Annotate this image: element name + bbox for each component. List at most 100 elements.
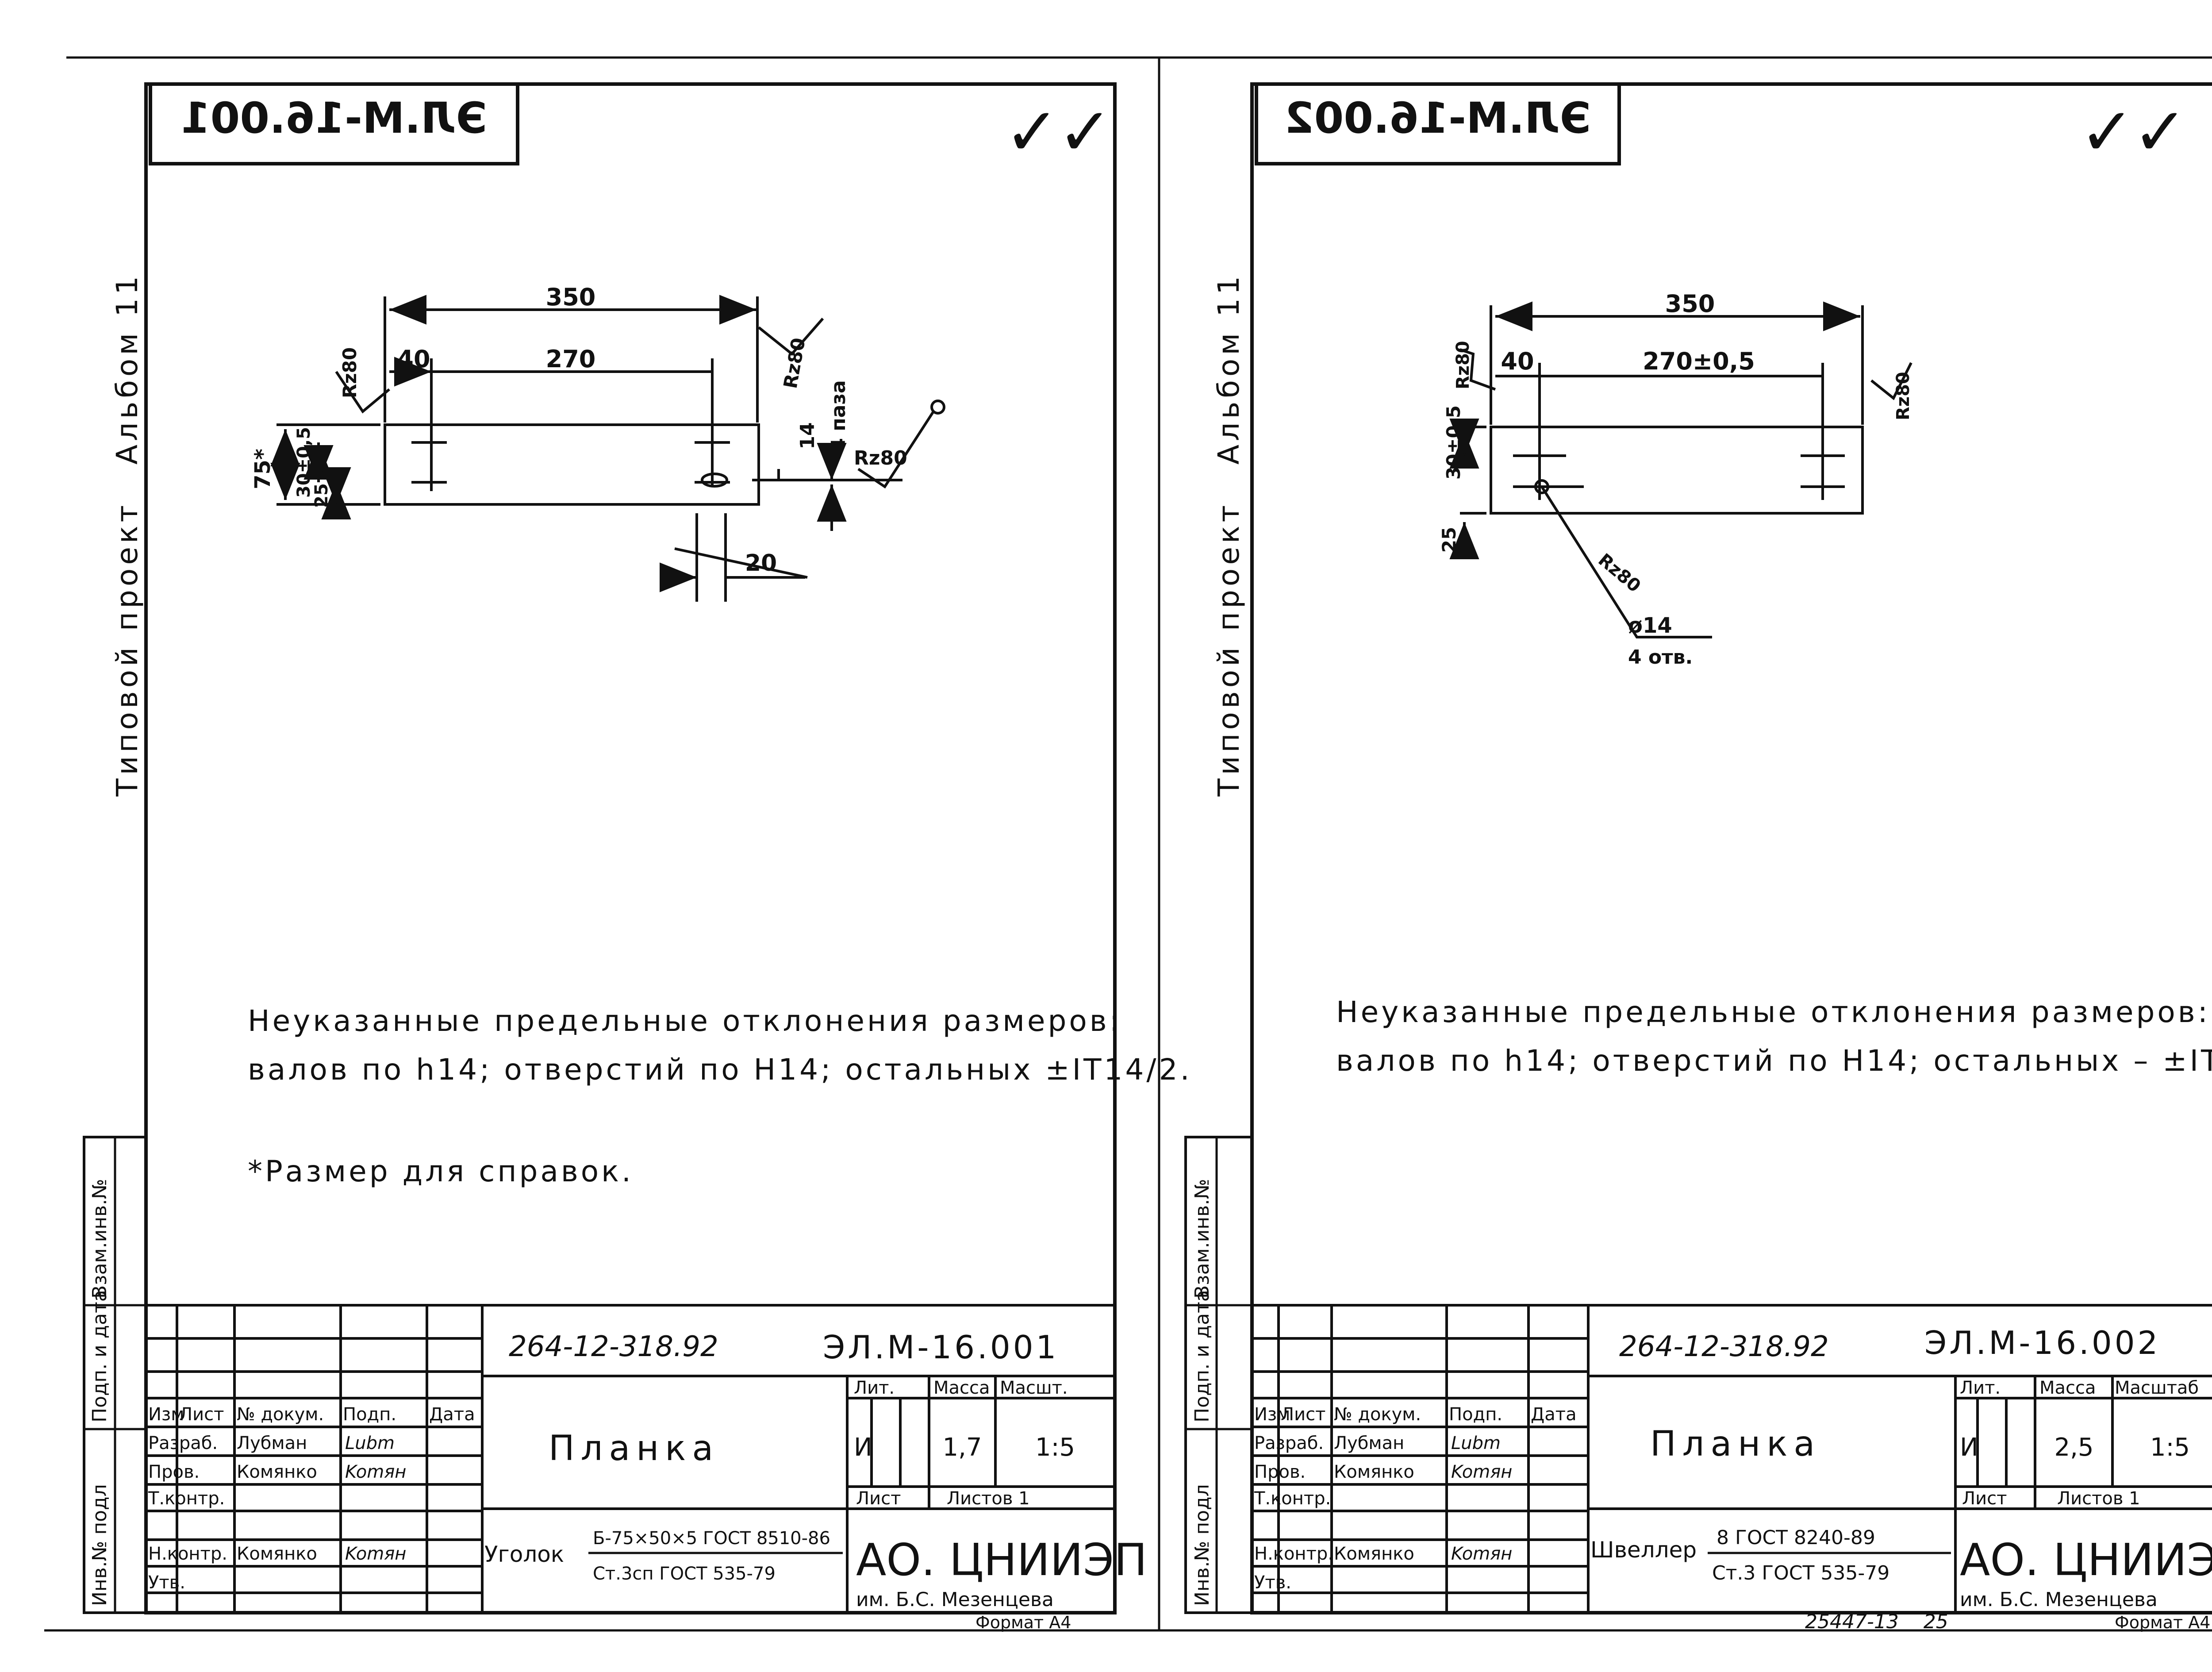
project-number: 264-12-318.92 — [509, 1330, 718, 1363]
stamp-inv: Инв.№ подл — [1191, 1484, 1214, 1606]
sheet-2-code-mirrored: ЭЛ.М-16.002 — [1285, 93, 1591, 143]
row-role: Т.контр. — [148, 1488, 225, 1509]
row-sign: Komян — [1451, 1544, 1512, 1564]
stamp-replace: Взам.инв.№ — [1191, 1179, 1214, 1299]
row-sign: Komян — [345, 1462, 406, 1482]
check-mark-icon: ✓ — [1057, 94, 1113, 171]
roughness-1: Rz80 — [780, 336, 810, 390]
row-role: Т.контр. — [1254, 1488, 1331, 1509]
hdr-date: Дата — [429, 1404, 475, 1425]
dim-hole-edge: 30±0,5 — [294, 427, 314, 498]
part-drawing-2 — [1449, 301, 1912, 638]
check-mark-icon: ✓ — [1004, 94, 1060, 171]
dim-hole-count: 4 отв. — [1628, 646, 1693, 669]
row-name: Комянко — [1334, 1462, 1414, 1482]
material-top: Б-75×50×5 ГОСТ 8510-86 — [593, 1528, 830, 1549]
lit-value: И — [854, 1433, 872, 1462]
hdr-sign: Подп. — [1449, 1404, 1502, 1425]
dim-overall: 350 — [546, 283, 596, 311]
row-sign: Lubm — [1451, 1433, 1501, 1453]
scale-label: Масшт. — [1000, 1378, 1068, 1398]
note-line-2: валов по h14; отверстий по H14; остальны… — [248, 1053, 1192, 1087]
lit-label: Лит. — [854, 1378, 895, 1398]
material-top: 8 ГОСТ 8240-89 — [1717, 1526, 1875, 1549]
mass-label: Масса — [2039, 1378, 2096, 1398]
sheets-label: Листов 1 — [947, 1488, 1030, 1509]
project-number: 264-12-318.92 — [1619, 1330, 1829, 1363]
check-mark-icon: ✓ — [2132, 94, 2188, 171]
scale-label: Масштаб — [2115, 1378, 2199, 1398]
hdr-izm: Изм — [148, 1404, 184, 1425]
hdr-list: Лист — [1281, 1404, 1325, 1425]
mass-value: 2,5 — [2054, 1433, 2093, 1462]
roughness-3: Rz80 — [1594, 550, 1645, 596]
org-sub: им. Б.С. Мезенцева — [856, 1588, 1054, 1611]
dim-slot-note: 4 паза — [827, 380, 850, 451]
material-name: Уголок — [484, 1541, 564, 1567]
doc-code: ЭЛ.М-16.001 — [823, 1329, 1059, 1366]
row-name: Лубман — [1334, 1433, 1404, 1453]
dim-bottom: 25 — [311, 483, 332, 508]
row-sign: Komян — [1451, 1462, 1512, 1482]
sheet-1: ЭЛ.М-16.001 ✓ ✓ Типовой проект Альбом 11… — [83, 82, 1192, 1632]
roughness-3: Rz80 — [854, 447, 907, 469]
part-drawing-1 — [270, 295, 945, 602]
part-title: Планка — [549, 1429, 719, 1468]
hdr-doc: № докум. — [1334, 1404, 1421, 1425]
note-line-1: Неуказанные предельные отклонения размер… — [248, 1004, 1122, 1038]
side-project-label: Типовой проект — [110, 502, 144, 797]
row-role: Н.контр. — [148, 1544, 227, 1564]
sheets-label: Листов 1 — [2057, 1488, 2140, 1509]
org-main: АО. ЦНИИЭП — [1960, 1534, 2212, 1586]
mass-value: 1,7 — [942, 1433, 982, 1462]
sheet-label: Лист — [1962, 1488, 2007, 1509]
hdr-list: Лист — [179, 1404, 224, 1425]
note-line-1: Неуказанные предельные отклонения размер… — [1336, 995, 2210, 1029]
mass-label: Масса — [933, 1378, 990, 1398]
dim-hole-dia: ø14 — [1628, 613, 1672, 638]
note-line-2: валов по h14; отверстий по H14; остальны… — [1336, 1044, 2212, 1078]
material-bottom: Ст.3сп ГОСТ 535-79 — [593, 1564, 776, 1584]
side-album-label: Альбом 11 — [1212, 273, 1246, 465]
org-main: АО. ЦНИИЭП — [856, 1534, 1147, 1586]
hdr-sign: Подп. — [343, 1404, 396, 1425]
dim-bottom: 25 — [1438, 527, 1460, 553]
roughness-2: Rz80 — [339, 347, 361, 398]
dim-overall: 350 — [1665, 290, 1715, 318]
material-bottom: Ст.3 ГОСТ 535-79 — [1712, 1562, 1889, 1584]
sheet-label: Лист — [856, 1488, 901, 1509]
title-block-1 — [145, 1304, 1116, 1614]
dim-span: 270 — [546, 345, 596, 373]
dim-left-offset: 40 — [1501, 347, 1534, 375]
sheet-2: ЭЛ.М-16.002 ✓ ✓ Типовой проект Альбом 11… — [1184, 82, 2212, 1633]
hdr-izm: Изм — [1254, 1404, 1290, 1425]
row-name: Комянко — [237, 1462, 317, 1482]
material-name: Швеллер — [1590, 1537, 1697, 1563]
side-project-label: Типовой проект — [1212, 502, 1246, 797]
side-album-label: Альбом 11 — [110, 273, 144, 465]
row-sign: Lubm — [345, 1433, 395, 1453]
stamp-sign: Подп. и дата — [1191, 1290, 1214, 1422]
dim-slot-h: 14 — [796, 422, 819, 449]
scale-value: 1:5 — [2150, 1433, 2190, 1462]
format-label: Формат А4 — [975, 1613, 1071, 1632]
dim-slot-w: 20 — [745, 550, 777, 577]
roughness-1: Rz80 — [1453, 341, 1473, 389]
row-role: Разраб. — [1254, 1433, 1324, 1453]
row-role: Разраб. — [148, 1433, 218, 1453]
dim-hole-edge: 30±0,5 — [1443, 405, 1464, 480]
hdr-date: Дата — [1531, 1404, 1577, 1425]
stamp-inv: Инв.№ подл — [88, 1484, 111, 1606]
org-sub: им. Б.С. Мезенцева — [1960, 1588, 2158, 1611]
scale-value: 1:5 — [1035, 1433, 1075, 1462]
stamp-replace: Взам.инв.№ — [88, 1179, 111, 1299]
lit-value: И — [1960, 1433, 1978, 1462]
dim-left-offset: 40 — [397, 345, 430, 373]
row-name: Комянко — [1334, 1544, 1414, 1564]
lit-label: Лит. — [1960, 1378, 2001, 1398]
row-name: Комянко — [237, 1544, 317, 1564]
check-mark-icon: ✓ — [2079, 94, 2135, 171]
row-name: Лубман — [237, 1433, 307, 1453]
row-role: Н.контр. — [1254, 1544, 1333, 1564]
